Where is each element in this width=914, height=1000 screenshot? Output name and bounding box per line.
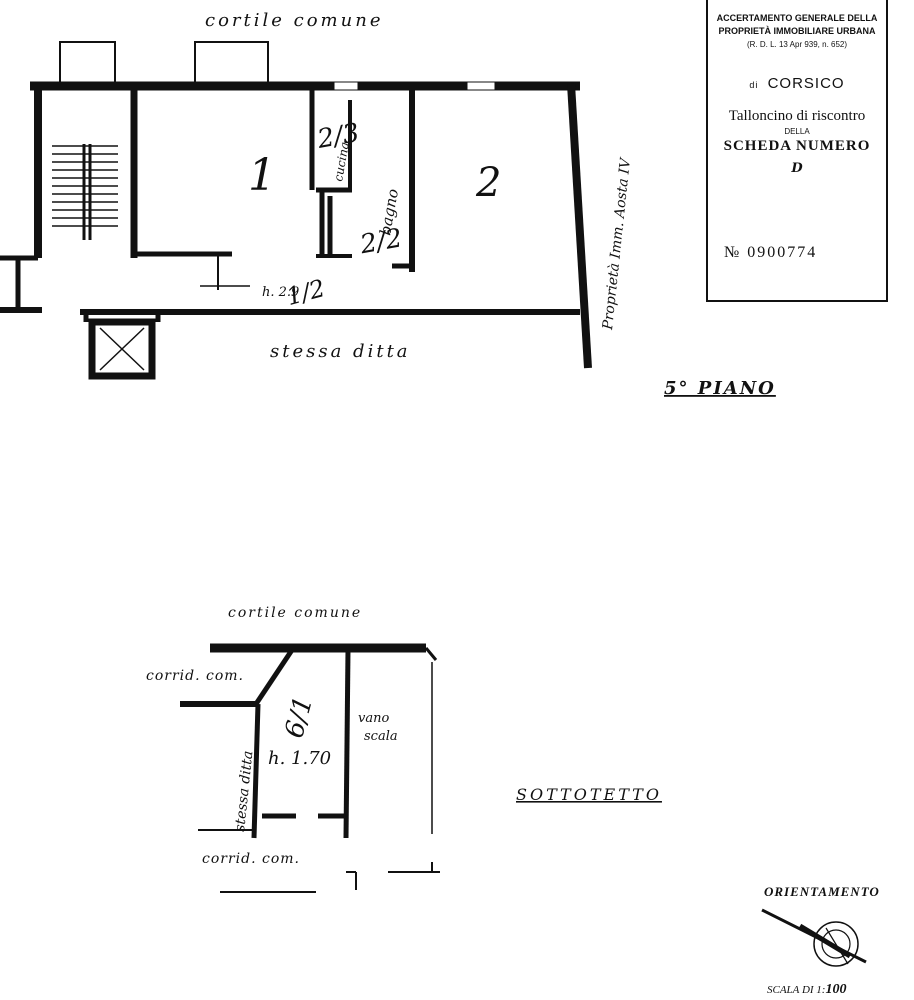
stamp-comune-name: CORSICO	[767, 75, 845, 92]
sottotetto-title: SOTTOTETTO	[516, 785, 662, 804]
floor5-title: 5° PIANO	[664, 378, 776, 399]
scale-value: 100	[825, 982, 847, 997]
stamp-title-2: DELLA	[784, 127, 810, 136]
sottotetto-top-label: cortile comune	[228, 605, 362, 621]
floor-5-walls	[0, 41, 592, 380]
stamp-title-1: Talloncino di riscontro	[728, 108, 866, 124]
scale-label: SCALA DI 1:100	[767, 982, 846, 998]
room-bagno-area: 2/2	[357, 223, 404, 260]
stamp-title-3: SCHEDA NUMERO	[723, 138, 871, 154]
room-2-number: 2	[475, 160, 501, 206]
room-cucina-label: cucina	[331, 141, 352, 183]
floor5-bottom-label: stessa ditta	[270, 341, 411, 362]
sottotetto-stair-label-2: scala	[364, 729, 398, 744]
floor-5-stairs	[52, 144, 118, 240]
stamp-comune-prefix: di	[749, 80, 759, 90]
floor5-top-label: cortile comune	[205, 10, 383, 31]
stamp-header-2: PROPRIETÀ IMMOBILIARE URBANA	[718, 26, 876, 36]
sottotetto-height: h. 1.70	[268, 748, 331, 769]
sottotetto-corridor-top: corrid. com.	[146, 668, 244, 684]
room-1-number: 1	[248, 150, 276, 201]
registry-stamp: ACCERTAMENTO GENERALE DELLA PROPRIETÀ IM…	[706, 0, 888, 302]
floor5-side-label: Proprietà Imm. Aosta IV	[600, 156, 634, 332]
orientation-label: ORIENTAMENTO	[764, 884, 880, 899]
scale-prefix: SCALA DI 1:	[767, 984, 826, 996]
sottotetto-walls	[180, 643, 440, 893]
floor5-height-annotation: 1/2	[283, 274, 328, 311]
north-arrow-icon	[761, 908, 867, 967]
sottotetto-room-number: 6/1	[279, 693, 319, 741]
sottotetto-stair-label-1: vano	[358, 711, 389, 726]
stamp-header-1: ACCERTAMENTO GENERALE DELLA	[716, 13, 878, 23]
floor5-height: h. 2.9	[262, 285, 299, 300]
stamp-title-4: D	[791, 161, 803, 176]
sottotetto-corridor-bottom: corrid. com.	[202, 851, 300, 867]
stamp-comune: di CORSICO	[708, 75, 886, 92]
stamp-header-3: (R. D. L. 13 Apr 939, n. 652)	[746, 40, 848, 49]
room-cucina-area: 2/3	[314, 118, 361, 155]
floor-5-windows	[333, 81, 496, 91]
stamp-number: № 0900774	[724, 244, 818, 261]
